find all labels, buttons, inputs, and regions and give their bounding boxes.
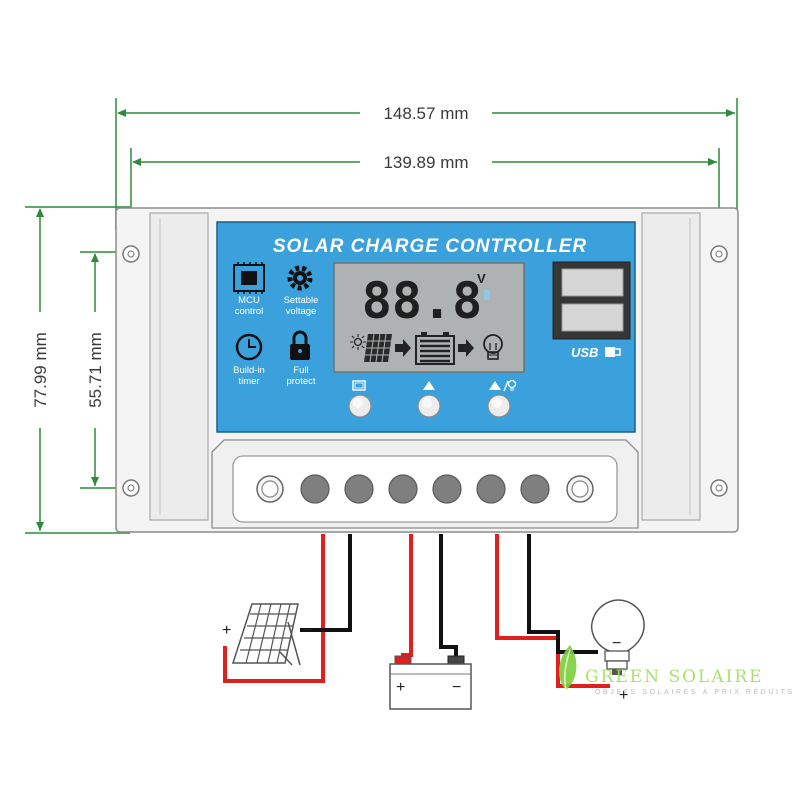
battery-minus-sign: − [452, 679, 461, 696]
wire-load-positive [495, 534, 610, 688]
icon-label-mcu-2: control [235, 306, 264, 317]
lcd-display: 88.8 V [333, 262, 525, 373]
panel-title: SOLAR CHARGE CONTROLLER [273, 236, 587, 257]
icon-label-protect-2: protect [286, 376, 315, 387]
icon-label-timer-1: Build-in [233, 365, 265, 376]
light-button[interactable] [487, 394, 511, 418]
mounting-hole-top-left [122, 245, 140, 263]
battery-plus-sign: + [396, 679, 405, 696]
watermark-brand: GREEN SOLAIRE [585, 667, 764, 687]
mounting-hole-bottom-right [710, 479, 728, 497]
clock-icon [235, 333, 263, 361]
terminal-battery-positive[interactable] [388, 474, 418, 504]
terminal-solar-negative[interactable] [344, 474, 374, 504]
usb-port-1[interactable] [561, 268, 624, 297]
solar-panel-icon [364, 333, 392, 363]
up-bulb-icon [489, 379, 517, 392]
dimension-mount-width: 139.89 mm [130, 148, 720, 240]
watermark-tagline: OBJETS SOLAIRES À PRIX RÉDUITS [595, 687, 795, 696]
watermark: GREEN SOLAIRE OBJETS SOLAIRES À PRIX RÉD… [558, 645, 795, 696]
icon-label-timer-2: timer [238, 376, 259, 387]
dimension-outer-height: 77.99 mm [25, 206, 130, 534]
battery [389, 655, 472, 710]
gear-icon [287, 265, 313, 291]
wire-solar-negative [300, 534, 352, 632]
front-panel: SOLAR CHARGE CONTROLLER MCU control Sett… [216, 221, 636, 433]
icon-label-mcu-1: MCU [238, 295, 260, 306]
mount-height-label: 55.71 mm [86, 332, 105, 408]
lcd-digits: 88.8 [362, 272, 482, 330]
chip-icon [233, 262, 265, 294]
sun-icon [350, 334, 366, 350]
terminal-load-positive[interactable] [476, 474, 506, 504]
screw-left [256, 475, 284, 503]
icon-label-protect-1: Full [293, 365, 308, 376]
outer-height-label: 77.99 mm [31, 332, 50, 408]
arrow-right-icon [458, 339, 474, 357]
terminal-load-negative[interactable] [520, 474, 550, 504]
lcd-unit: V [477, 271, 486, 286]
wire-battery-negative [439, 534, 458, 660]
usb-ports [552, 261, 631, 340]
dimension-outer-width: 148.57 mm [115, 98, 738, 230]
outer-width-label: 148.57 mm [383, 104, 468, 123]
terminal-solar-positive[interactable] [300, 474, 330, 504]
leaf-logo-icon [558, 645, 577, 691]
lock-icon [290, 330, 310, 360]
bulb-icon [483, 334, 503, 360]
solar-panel [231, 603, 301, 666]
mounting-hole-bottom-left [122, 479, 140, 497]
arrow-right-icon [395, 339, 411, 357]
mounting-hole-top-right [710, 245, 728, 263]
up-button[interactable] [417, 394, 441, 418]
icon-label-settable-2: voltage [286, 306, 317, 317]
wire-battery-positive [401, 534, 413, 660]
load-plus-sign: + [619, 687, 628, 704]
menu-button[interactable] [348, 394, 372, 418]
wire-solar-positive [223, 534, 325, 683]
screw-right [566, 475, 594, 503]
menu-icon [352, 380, 366, 391]
terminal-block [211, 439, 639, 529]
mount-width-label: 139.89 mm [383, 153, 468, 172]
up-icon [423, 381, 435, 390]
wire-load-negative [527, 534, 598, 654]
load-bulb [590, 599, 645, 675]
usb-plug-icon [605, 347, 621, 357]
terminal-battery-negative[interactable] [432, 474, 462, 504]
usb-port-2[interactable] [561, 303, 624, 332]
usb-label: USB [571, 345, 598, 360]
battery-icon [415, 332, 455, 365]
solar-minus-sign: − [303, 622, 312, 639]
icon-label-settable-1: Settable [284, 295, 319, 306]
solar-plus-sign: + [222, 622, 231, 639]
load-minus-sign: − [612, 635, 621, 652]
